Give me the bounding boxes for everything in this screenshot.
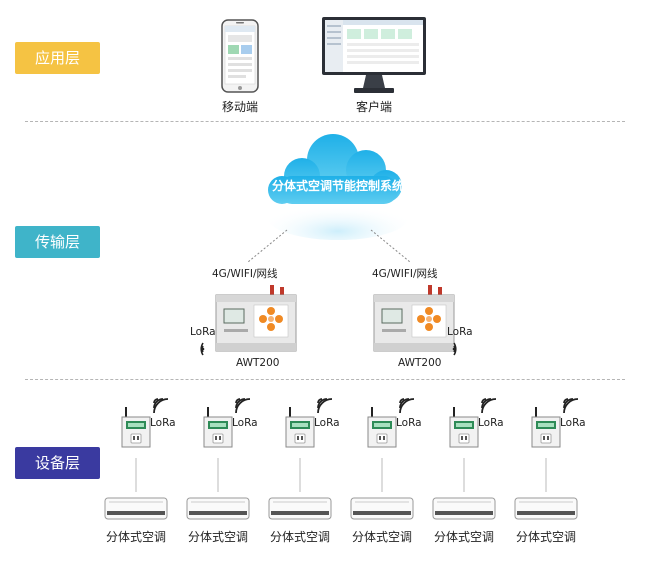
- air-conditioner-label: 分体式空调: [187, 530, 248, 544]
- separator-bottom: [25, 379, 625, 380]
- application-layer-label: 应用层: [15, 42, 100, 74]
- mobile-label: 移动端: [221, 100, 258, 114]
- air-conditioner-label: 分体式空调: [515, 530, 576, 544]
- gateway-1-wireless-icon: [200, 342, 205, 356]
- connector-line: [217, 458, 219, 492]
- air-conditioner-unit: [350, 497, 414, 520]
- device-layer-label: 设备层: [15, 447, 100, 479]
- air-conditioner-label: 分体式空调: [105, 530, 166, 544]
- gateway-1-radio-label: LoRa: [190, 326, 216, 338]
- controller-module: [531, 407, 561, 448]
- controller-module: [449, 407, 479, 448]
- cloud-platform-icon: [268, 134, 408, 240]
- connector-line: [463, 458, 465, 492]
- air-conditioner-unit: [432, 497, 496, 520]
- transport-layer-label: 传输层: [15, 226, 100, 258]
- client-label: 客户端: [355, 100, 392, 114]
- air-conditioner-label: 分体式空调: [351, 530, 412, 544]
- wireless-icon: [153, 398, 169, 414]
- wireless-icon: [563, 398, 579, 414]
- device-radio-label: LoRa: [150, 417, 176, 429]
- connector-line: [381, 458, 383, 492]
- air-conditioner-unit: [268, 497, 332, 520]
- controller-module: [203, 407, 233, 448]
- air-conditioner-label: 分体式空调: [269, 530, 330, 544]
- connector-line: [135, 458, 137, 492]
- air-conditioner-unit: [514, 497, 578, 520]
- device-radio-label: LoRa: [396, 417, 422, 429]
- device-radio-label: LoRa: [478, 417, 504, 429]
- controller-module: [367, 407, 397, 448]
- gateway-1-network-label: 4G/WIFI/网线: [212, 268, 278, 280]
- wireless-icon: [481, 398, 497, 414]
- desktop-monitor-icon: [322, 17, 426, 93]
- air-conditioner-label: 分体式空调: [433, 530, 494, 544]
- connector-line: [299, 458, 301, 492]
- air-conditioner-unit: [186, 497, 250, 520]
- gateway-2-model-label: AWT200: [398, 357, 442, 369]
- gateway-2-wireless-icon: [452, 342, 457, 356]
- device-radio-label: LoRa: [314, 417, 340, 429]
- wireless-icon: [235, 398, 251, 414]
- gateway-1-device: [215, 285, 297, 352]
- mobile-phone-icon: [221, 19, 259, 93]
- controller-module: [121, 407, 151, 448]
- controller-module: [285, 407, 315, 448]
- device-radio-label: LoRa: [560, 417, 586, 429]
- connector-line: [545, 458, 547, 492]
- separator-top: [25, 121, 625, 122]
- gateway-1-model-label: AWT200: [236, 357, 280, 369]
- gateway-2-network-label: 4G/WIFI/网线: [372, 268, 438, 280]
- gateway-2-device: [373, 285, 455, 352]
- cloud-title: 分体式空调节能控制系统: [271, 179, 404, 193]
- wireless-icon: [399, 398, 415, 414]
- device-radio-label: LoRa: [232, 417, 258, 429]
- gateway-2-radio-label: LoRa: [447, 326, 473, 338]
- air-conditioner-unit: [104, 497, 168, 520]
- wireless-icon: [317, 398, 333, 414]
